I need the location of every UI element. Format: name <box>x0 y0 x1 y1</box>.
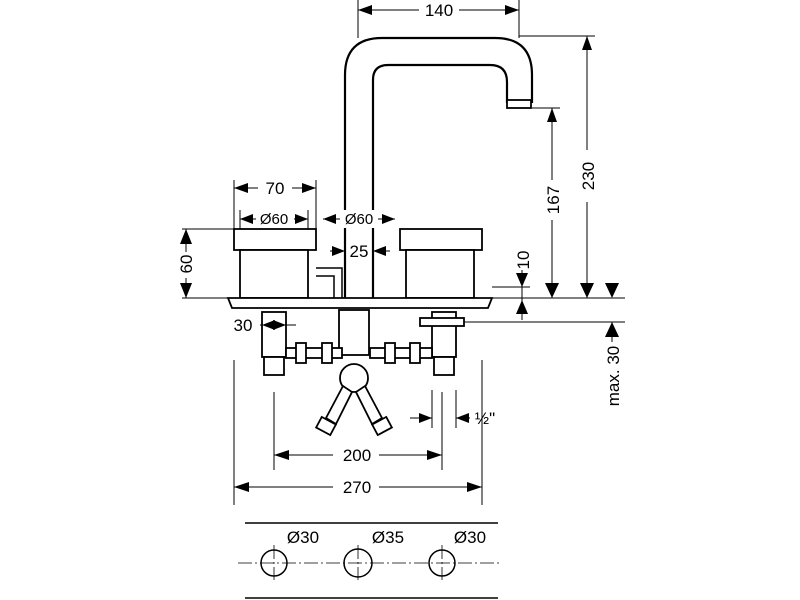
right-handle-stem <box>405 249 475 299</box>
spout-inner <box>371 63 509 298</box>
tee-left-leg <box>324 384 354 426</box>
spout-outer <box>343 36 534 298</box>
hole-layout <box>238 522 500 599</box>
left-hose-nut-b <box>321 342 333 364</box>
right-nut <box>419 317 465 327</box>
dimension-labels: 140 230 167 10 max. 30 70 Ø60 Ø60 25 60 … <box>176 0 623 547</box>
tee-right-leg <box>354 384 384 426</box>
right-handle-cap <box>399 228 483 251</box>
left-handle-cap <box>233 228 317 251</box>
label-handle-height: 60 <box>177 255 196 274</box>
label-handle-diameter: Ø60 <box>260 211 288 228</box>
right-hose-nut-b <box>409 342 421 364</box>
left-valve-body <box>261 311 287 358</box>
left-hose-nut-a <box>295 342 307 364</box>
right-valve-base <box>433 356 455 376</box>
spout-aerator <box>506 99 532 109</box>
left-hose <box>285 347 343 359</box>
mixing-tee <box>339 363 369 393</box>
left-valve-base <box>263 356 285 376</box>
label-handle-width: 70 <box>266 179 285 198</box>
label-valve-body-offset: 30 <box>234 316 253 335</box>
label-hole-center: Ø35 <box>372 528 404 547</box>
label-connection-size: ½" <box>475 409 495 428</box>
right-inlet <box>370 415 394 437</box>
label-hole-left: Ø30 <box>287 528 319 547</box>
faucet-body <box>226 36 534 437</box>
label-max-deck-thickness: max. 30 <box>604 346 623 406</box>
label-spout-height: 230 <box>579 162 598 190</box>
right-hose <box>369 347 433 359</box>
popup-rod <box>316 267 343 298</box>
label-center-spacing: 200 <box>343 446 371 465</box>
label-hole-right: Ø30 <box>454 528 486 547</box>
left-handle-stem <box>239 249 309 299</box>
label-outlet-height: 167 <box>544 186 563 214</box>
right-hose-nut-a <box>384 342 396 364</box>
label-overall-width: 270 <box>343 478 371 497</box>
left-inlet <box>314 415 338 437</box>
label-spout-diameter: Ø60 <box>345 211 373 228</box>
label-spout-reach: 140 <box>425 1 453 20</box>
deck-plate <box>226 297 494 309</box>
label-outlet-above-deck: 10 <box>514 251 533 270</box>
label-handle-offset: 25 <box>350 242 369 261</box>
spout-shank <box>338 309 370 356</box>
